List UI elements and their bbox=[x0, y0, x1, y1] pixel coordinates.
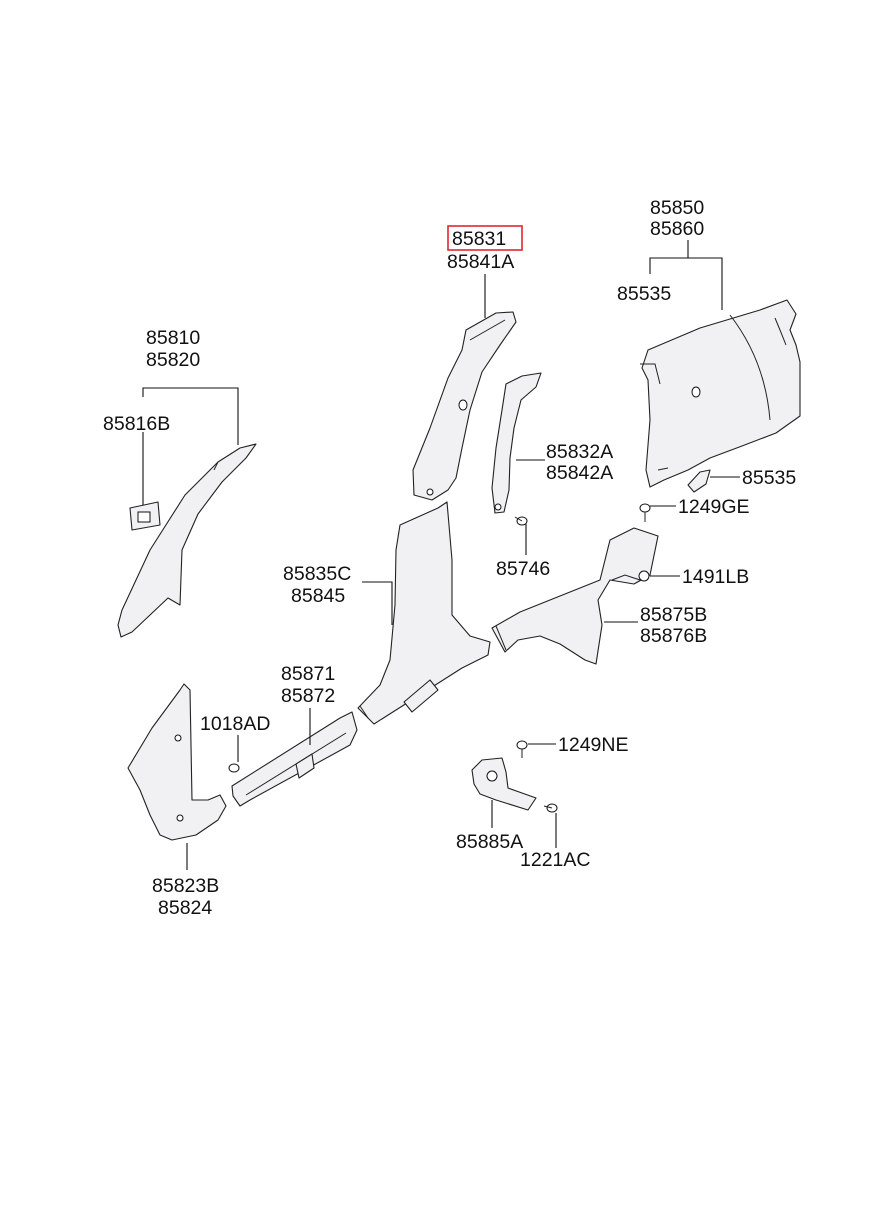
part-a-pillar-trim[interactable] bbox=[117, 443, 257, 638]
part-bracket-85885A[interactable] bbox=[471, 757, 537, 811]
part-clip-85816B[interactable] bbox=[129, 501, 161, 531]
callout-85860[interactable]: 85860 bbox=[650, 218, 704, 240]
callout-1249GE[interactable]: 1249GE bbox=[678, 496, 750, 518]
screw-1221AC[interactable] bbox=[543, 803, 558, 813]
part-quarter-trim[interactable] bbox=[640, 299, 801, 488]
callout-85871[interactable]: 85871 bbox=[281, 663, 335, 685]
callout-1491LB[interactable]: 1491LB bbox=[682, 566, 749, 588]
screw-85746[interactable] bbox=[514, 516, 528, 526]
callout-85872[interactable]: 85872 bbox=[281, 685, 335, 707]
screw-1249NE[interactable] bbox=[516, 740, 528, 758]
callout-85832A[interactable]: 85832A bbox=[546, 441, 613, 463]
callout-85535-top[interactable]: 85535 bbox=[617, 283, 671, 305]
leader-lines bbox=[142, 240, 740, 870]
callout-1249NE[interactable]: 1249NE bbox=[558, 734, 628, 756]
callout-85885A[interactable]: 85885A bbox=[456, 831, 523, 853]
callout-85835C[interactable]: 85835C bbox=[283, 563, 351, 585]
callout-85850[interactable]: 85850 bbox=[650, 197, 704, 219]
callout-1221AC[interactable]: 1221AC bbox=[520, 849, 590, 871]
callout-85824[interactable]: 85824 bbox=[158, 897, 212, 919]
highlight-box bbox=[447, 225, 523, 251]
callout-labels: 85831 85841A 85850 85860 85535 85535 858… bbox=[103, 197, 796, 919]
callout-85876B[interactable]: 85876B bbox=[640, 625, 707, 647]
clip-1491LB[interactable] bbox=[638, 570, 650, 582]
callout-85746[interactable]: 85746 bbox=[496, 558, 550, 580]
callout-85816B[interactable]: 85816B bbox=[103, 413, 170, 435]
screw-1018AD[interactable] bbox=[228, 763, 240, 773]
callout-85842A[interactable]: 85842A bbox=[546, 462, 613, 484]
part-rear-side-trim[interactable] bbox=[491, 527, 659, 665]
callout-85841A[interactable]: 85841A bbox=[447, 251, 514, 273]
callout-85535-side[interactable]: 85535 bbox=[742, 467, 796, 489]
screw-1249GE[interactable] bbox=[639, 503, 651, 522]
callout-85823B[interactable]: 85823B bbox=[152, 875, 219, 897]
part-clip-85535[interactable] bbox=[687, 469, 711, 493]
part-c-pillar-trim[interactable] bbox=[491, 372, 542, 514]
callout-85810[interactable]: 85810 bbox=[146, 327, 200, 349]
part-scuff-plate[interactable] bbox=[231, 711, 358, 807]
callout-85831[interactable]: 85831 bbox=[452, 228, 506, 250]
part-kick-panel[interactable] bbox=[127, 683, 227, 841]
callout-1018AD[interactable]: 1018AD bbox=[200, 713, 270, 735]
callout-85845[interactable]: 85845 bbox=[291, 585, 345, 607]
part-b-pillar-lower-trim[interactable] bbox=[357, 501, 491, 725]
callout-85820[interactable]: 85820 bbox=[146, 349, 200, 371]
part-b-pillar-upper-trim[interactable] bbox=[412, 311, 517, 501]
callout-85875B[interactable]: 85875B bbox=[640, 604, 707, 626]
